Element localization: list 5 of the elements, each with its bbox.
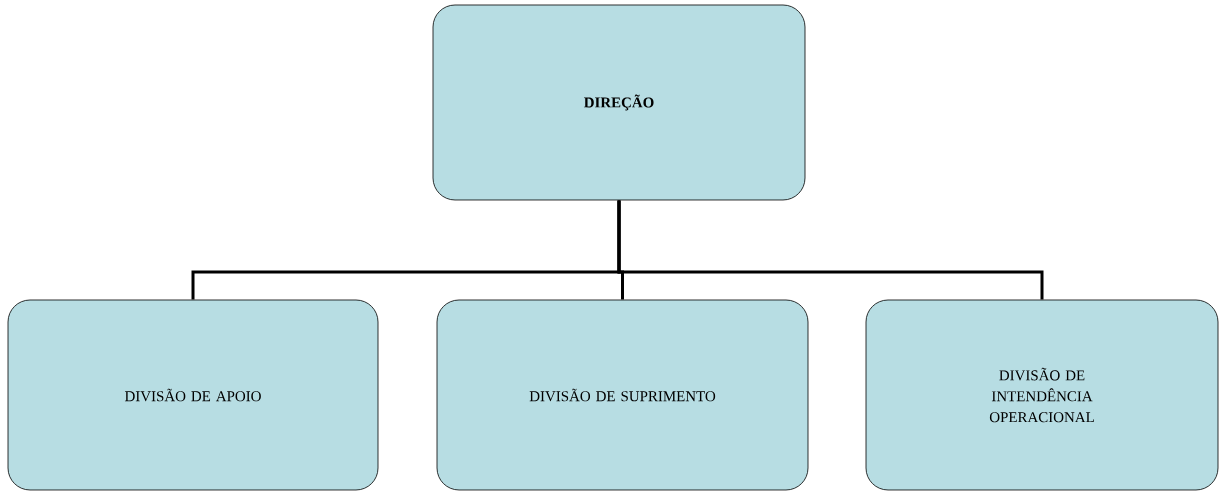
- org-box: DIREÇÃO: [432, 4, 806, 201]
- org-box: DIVISÃO DE SUPRIMENTO: [436, 299, 809, 491]
- connector-line: [617, 200, 1044, 300]
- org-box: DIVISÃO DE INTENDÊNCIA OPERACIONAL: [865, 299, 1219, 491]
- org-box: DIVISÃO DE APOIO: [7, 299, 379, 491]
